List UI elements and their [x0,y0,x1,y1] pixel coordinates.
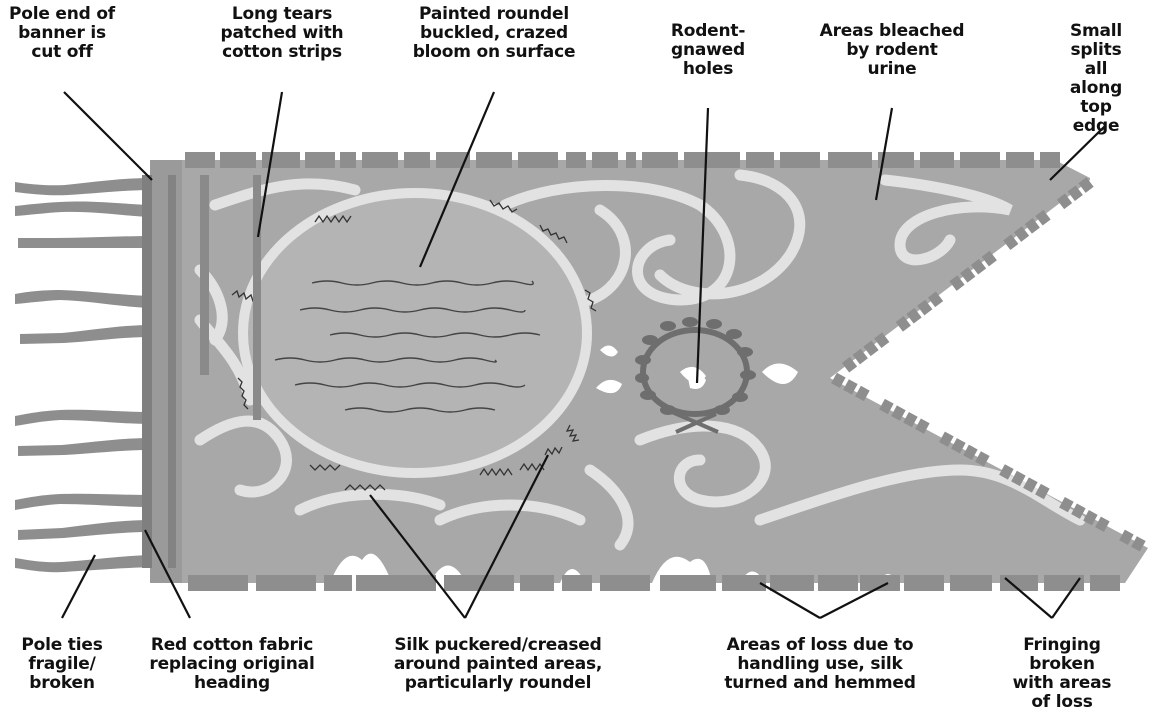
label-small-splits: Small splits all along top edge [1064,22,1129,136]
fringe-segment [340,152,356,168]
fringe-segment [562,575,592,591]
leader-pole-end [64,92,152,180]
label-rodent-holes: Rodent- gnawed holes [671,22,745,79]
fringe-segment [600,575,650,591]
fringe-segment [1090,575,1120,591]
label-painted-roundel: Painted roundel buckled, crazed bloom on… [413,5,576,62]
fringe-segment [520,575,554,591]
fringe-segment [770,575,814,591]
pole-tie [18,520,152,540]
fringe-segment [920,152,954,168]
pole-tie [18,236,152,248]
label-red-cotton: Red cotton fabric replacing original hea… [149,636,314,693]
fringe-segment [904,575,944,591]
pole-tie [15,410,152,426]
label-silk-puckered: Silk puckered/creased around painted are… [394,636,602,693]
label-bleached: Areas bleached by rodent urine [820,22,965,79]
fringe-segment [684,152,740,168]
fringe-segment [188,575,248,591]
fringe-segment [960,152,1000,168]
fringe-segment [404,152,430,168]
fringe-segment [324,575,352,591]
fringe-segment [660,575,716,591]
pole-tie [15,178,152,195]
fringe-segment [1006,152,1034,168]
fringe-segment [1040,152,1060,168]
fringe-segment [262,152,300,168]
fringe-segment [828,152,872,168]
label-pole-ties: Pole ties fragile/ broken [21,636,102,693]
fringe-segment [220,152,256,168]
pole-tie [15,290,152,308]
label-areas-of-loss: Areas of loss due to handling use, silk … [724,636,915,693]
fringe-segment [362,152,398,168]
fringe-segment [256,575,316,591]
fringe-segment [518,152,558,168]
fringe-segment [476,152,512,168]
pole-tie [18,438,152,456]
fringe-segment [1044,575,1084,591]
tear-patch-strip [253,175,261,420]
fringe-segment [592,152,618,168]
fringe-segment [642,152,678,168]
label-pole-end: Pole end of banner is cut off [9,5,115,62]
pole-tie [15,555,152,572]
pole-tie [15,201,152,217]
fringe-segment [626,152,636,168]
fringe-segment [780,152,820,168]
pole-tie [15,494,152,510]
label-long-tears: Long tears patched with cotton strips [221,5,344,62]
pole-ties [15,178,152,572]
fringe-segment [185,152,215,168]
fringe-segment [950,575,992,591]
fringe-segment [860,575,900,591]
fringe-segment [356,575,436,591]
fringe-segment [746,152,774,168]
fringe-segment [305,152,335,168]
fringe-segment [818,575,858,591]
label-fringing-broken: Fringing broken with areas of loss [1013,636,1112,712]
pole-tie [20,325,152,344]
fringe-segment [722,575,766,591]
painted-roundel [243,193,587,473]
fringe-segment [566,152,586,168]
